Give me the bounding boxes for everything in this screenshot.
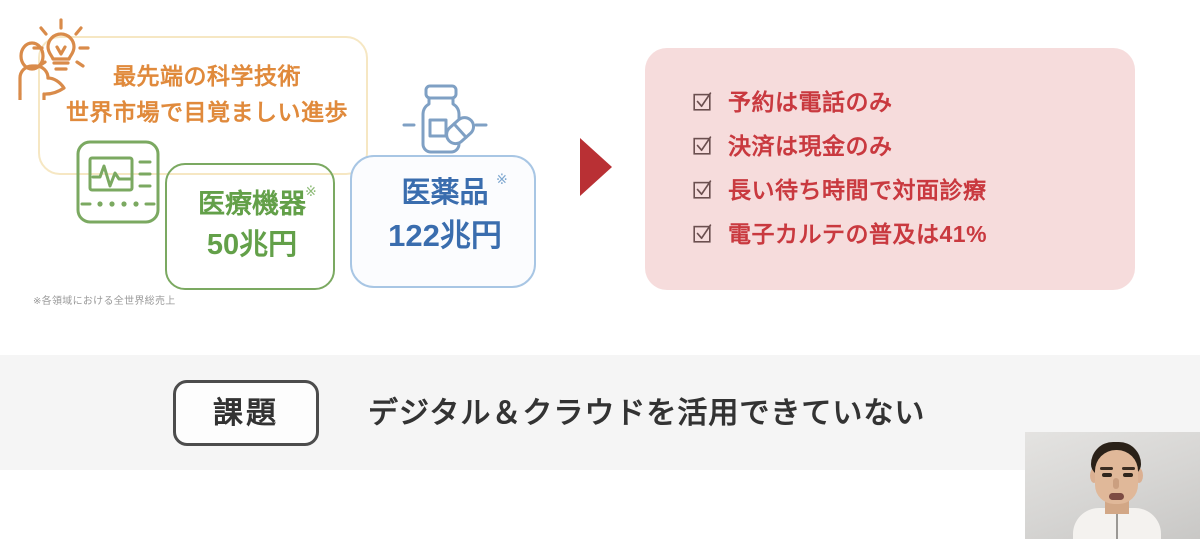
problem-list: 予約は電話のみ 決済は現金のみ [693,80,1123,256]
presenter-ear-right [1135,468,1143,483]
market-card-label-pharma: 医薬品 [401,177,489,209]
market-card-medical-devices: ※ 医療機器 50兆円 [165,163,335,290]
right-triangle-arrow-icon [578,137,614,197]
checkbox-checked-icon [693,136,712,155]
presenter-ear-left [1090,468,1098,483]
tech-callout-line1: 最先端の科学技術 [113,63,301,89]
person-idea-lightbulb-icon [14,8,110,102]
problem-list-item: 決済は現金のみ [693,124,1123,167]
tech-callout-box [38,36,368,175]
problem-list-item: 電子カルテの普及は41% [693,212,1123,255]
tech-callout-line2: 世界市場で目覚ましい進歩 [66,99,348,125]
top-content-area: 最先端の科学技術 世界市場で目覚ましい進歩 ※ 医療機器 50兆円 [14,8,1135,307]
problem-item-text: 決済は現金のみ [728,132,893,159]
medical-monitor-icon [72,136,172,232]
conclusion-text: デジタル＆クラウドを活用できていない [368,397,926,430]
presenter-video-thumbnail[interactable] [1025,432,1200,539]
asterisk-mark-devices: ※ [305,183,317,199]
market-card-pharmaceuticals: ※ 医薬品 122兆円 [350,155,536,288]
presenter-nose [1113,478,1119,489]
issue-tag-label: 課題 [213,397,279,430]
presenter-mouth [1109,493,1124,500]
problem-item-text: 予約は電話のみ [728,88,893,115]
asterisk-mark-pharma: ※ [496,171,508,187]
checkbox-checked-icon [693,180,712,199]
problem-item-text: 電子カルテの普及は41% [728,220,988,247]
presenter-eye-left [1102,473,1112,477]
problem-item-text: 長い待ち時間で対面診療 [728,176,987,203]
footnote-text: ※各領域における全世界総売上 [33,296,176,307]
presenter-eyebrow-right [1122,467,1135,470]
problem-list-item: 長い待ち時間で対面診療 [693,168,1123,211]
issue-tag-badge: 課題 [173,380,319,446]
checkbox-checked-icon [693,224,712,243]
market-card-label-devices: 医療機器 [198,189,306,219]
presenter-eye-right [1123,473,1133,477]
problem-list-item: 予約は電話のみ [693,80,1123,123]
market-card-value-pharma: 122兆円 [388,218,502,253]
tech-callout-text: 最先端の科学技術 世界市場で目覚ましい進歩 [52,58,362,130]
presenter-eyebrow-left [1100,467,1113,470]
market-card-value-devices: 50兆円 [206,229,298,261]
pill-bottle-icon [402,80,488,166]
problem-panel: 予約は電話のみ 決済は現金のみ [645,48,1135,290]
checkbox-checked-icon [693,92,712,111]
presenter-jacket-zipper [1116,510,1118,539]
